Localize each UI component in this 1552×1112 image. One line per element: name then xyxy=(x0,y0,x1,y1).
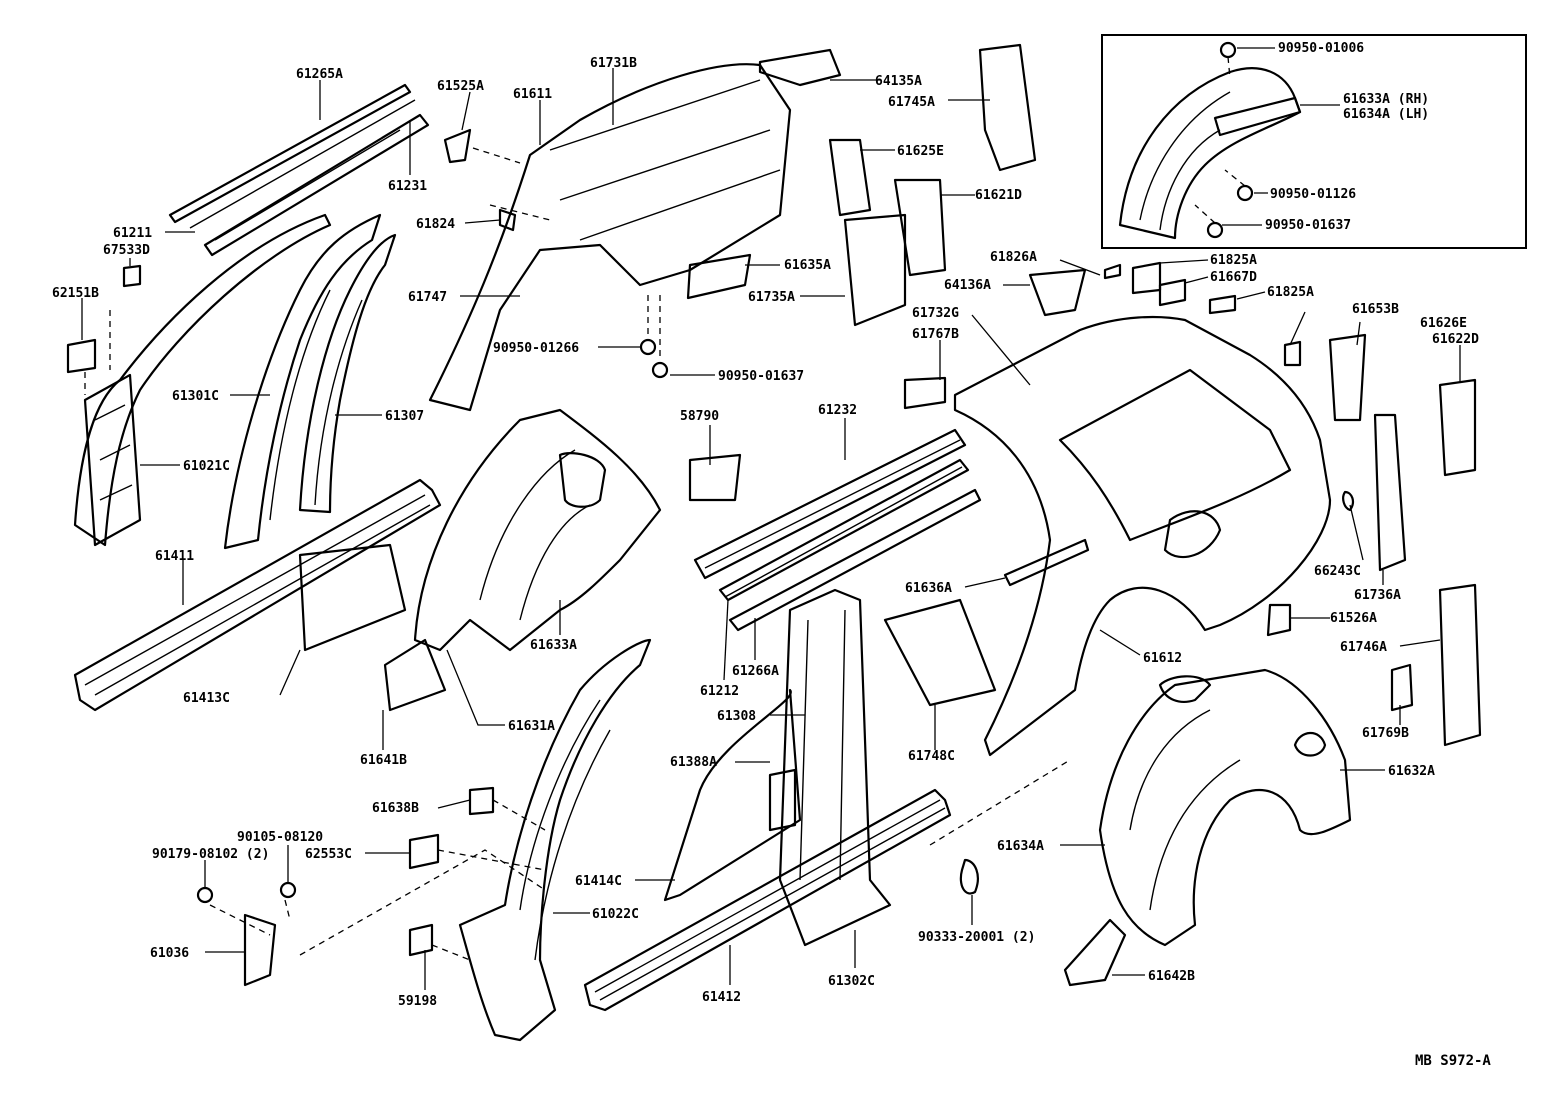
front-inner-pillar xyxy=(458,638,652,1042)
part-label-61413C: 61413C xyxy=(183,691,230,706)
part-label-61302C: 61302C xyxy=(828,974,875,989)
part-label-61266A: 61266A xyxy=(732,664,779,679)
part-label-61232: 61232 xyxy=(818,403,857,418)
part-label-61626E: 61626E xyxy=(1420,316,1467,331)
part-label-61301C: 61301C xyxy=(172,389,219,404)
part-label-61265A: 61265A xyxy=(296,67,343,82)
part-label-61388A: 61388A xyxy=(670,755,717,770)
part-label-61824: 61824 xyxy=(416,217,455,232)
part-label-62151B: 62151B xyxy=(52,286,99,301)
rear-quarter-inner xyxy=(428,63,792,412)
part-label-61731B: 61731B xyxy=(590,56,637,71)
side-sill-lower xyxy=(583,788,952,1012)
part-label-61826A: 61826A xyxy=(990,250,1037,265)
part-label-61631A: 61631A xyxy=(508,719,555,734)
part-label-61736A: 61736A xyxy=(1354,588,1401,603)
label-90950-01006: 90950-01006 xyxy=(1278,41,1364,56)
part-label-67533D: 67533D xyxy=(103,243,150,258)
part-label-64135A: 64135A xyxy=(875,74,922,89)
part-label-61412: 61412 xyxy=(702,990,741,1005)
inset-wheelhouse-drawing xyxy=(1118,67,1302,240)
part-labels: 61265A 61525A 61611 61731B 64135A 61745A 61231… xyxy=(52,56,1479,1009)
part-label-61746A: 61746A xyxy=(1340,640,1387,655)
part-label-61769B: 61769B xyxy=(1362,726,1409,741)
assembly-lines xyxy=(84,147,1071,961)
side-sill-upper xyxy=(73,478,442,712)
part-label-61022C: 61022C xyxy=(592,907,639,922)
part-label-61635A: 61635A xyxy=(784,258,831,273)
part-label-61611: 61611 xyxy=(513,87,552,102)
part-label-61621D: 61621D xyxy=(975,188,1022,203)
inset-frame xyxy=(1101,34,1527,249)
diagram-code: MB S972-A xyxy=(1415,1053,1491,1069)
part-label-90950-01637b: 90950-01637 xyxy=(718,369,804,384)
part-label-61525A: 61525A xyxy=(437,79,484,94)
body-side-outer xyxy=(953,315,1332,757)
label-90950-01126: 90950-01126 xyxy=(1270,187,1356,202)
part-label-61625E: 61625E xyxy=(897,144,944,159)
part-label-61748C: 61748C xyxy=(908,749,955,764)
part-label-90950-01266: 90950-01266 xyxy=(493,341,579,356)
center-pillar-b xyxy=(663,588,892,947)
part-label-61825A-2: 61825A xyxy=(1267,285,1314,300)
label-61634A-LH: 61634A (LH) xyxy=(1343,107,1429,122)
part-label-61642B: 61642B xyxy=(1148,969,1195,984)
label-61633A-RH: 61633A (RH) xyxy=(1343,92,1429,107)
part-label-61767B: 61767B xyxy=(912,327,959,342)
clip-icon xyxy=(1219,41,1237,59)
part-label-61732G: 61732G xyxy=(912,306,959,321)
part-label-61638B: 61638B xyxy=(372,801,419,816)
part-label-62553C: 62553C xyxy=(305,847,352,862)
part-label-61667D: 61667D xyxy=(1210,270,1257,285)
part-label-61307: 61307 xyxy=(385,409,424,424)
clip-icon xyxy=(1236,184,1254,202)
part-label-61212: 61212 xyxy=(700,684,739,699)
part-label-59198: 59198 xyxy=(398,994,437,1009)
part-label-61634A-main: 61634A xyxy=(997,839,1044,854)
part-label-61411: 61411 xyxy=(155,549,194,564)
front-pillar-a xyxy=(73,213,332,547)
part-label-61633A: 61633A xyxy=(530,638,577,653)
part-label-58790: 58790 xyxy=(680,409,719,424)
part-label-61632A: 61632A xyxy=(1388,764,1435,779)
part-label-90105-08120: 90105-08120 xyxy=(237,830,323,845)
part-label-90179-08102: 90179-08102 (2) xyxy=(152,847,269,862)
roof-rails xyxy=(168,83,430,257)
wheelhouse-rear xyxy=(1098,668,1352,947)
part-label-61735A: 61735A xyxy=(748,290,795,305)
roof-inner-rails xyxy=(693,428,982,632)
part-label-61622D: 61622D xyxy=(1432,332,1479,347)
part-label-61231: 61231 xyxy=(388,179,427,194)
label-90950-01637-inset: 90950-01637 xyxy=(1265,218,1351,233)
part-label-61747: 61747 xyxy=(408,290,447,305)
part-label-61636A: 61636A xyxy=(905,581,952,596)
inset-panel: 90950-01006 61633A (RH) 61634A (LH) 9095… xyxy=(1101,34,1527,249)
part-label-61653B: 61653B xyxy=(1352,302,1399,317)
part-label-61308: 61308 xyxy=(717,709,756,724)
part-label-90333-20001: 90333-20001 (2) xyxy=(918,930,1035,945)
small-brackets xyxy=(66,43,1482,987)
part-label-61745A: 61745A xyxy=(888,95,935,110)
part-label-64136A: 64136A xyxy=(944,278,991,293)
center-pillars xyxy=(223,213,397,550)
wheelhouse-front xyxy=(413,408,662,652)
part-label-61825A-1: 61825A xyxy=(1210,253,1257,268)
part-label-61036: 61036 xyxy=(150,946,189,961)
part-label-61414C: 61414C xyxy=(575,874,622,889)
part-label-61641B: 61641B xyxy=(360,753,407,768)
part-label-61211: 61211 xyxy=(113,226,152,241)
clip-icon xyxy=(1206,221,1224,239)
part-label-61612: 61612 xyxy=(1143,651,1182,666)
part-label-61526A: 61526A xyxy=(1330,611,1377,626)
part-label-66243C: 66243C xyxy=(1314,564,1361,579)
leader-lines xyxy=(81,68,1461,990)
part-label-61021C: 61021C xyxy=(183,459,230,474)
